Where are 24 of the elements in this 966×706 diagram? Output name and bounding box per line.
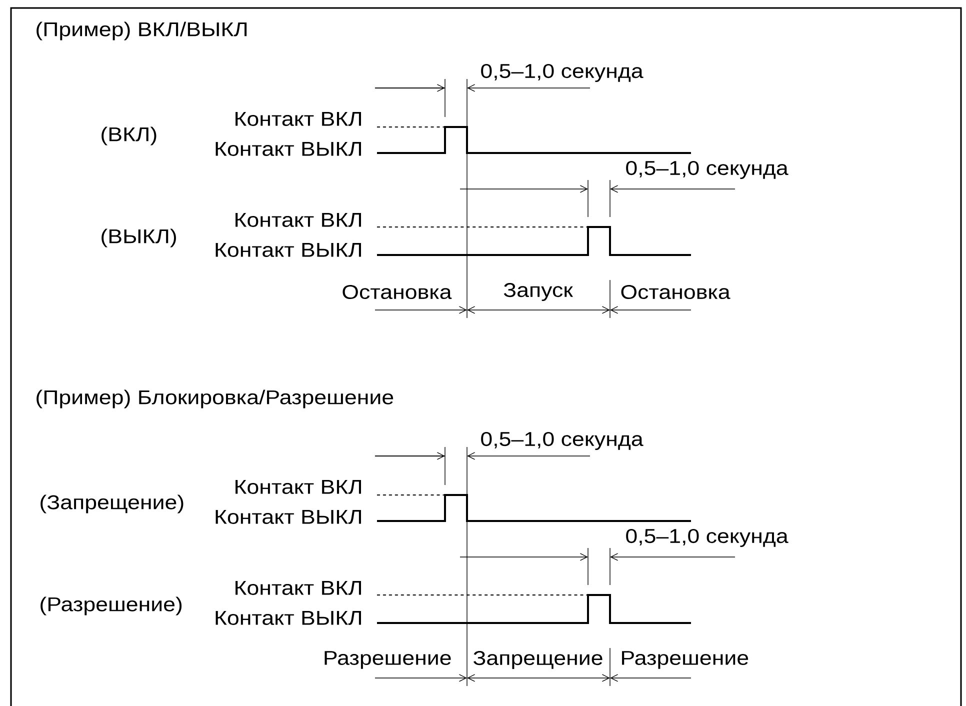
signal-label: Контакт ВЫКЛ xyxy=(216,510,361,524)
interval-label: Запуск xyxy=(504,282,574,302)
interval-label: Разрешение xyxy=(622,651,748,669)
dimension-label: 0,5–1,0 секунда xyxy=(626,160,788,180)
state-label: (ВКЛ) xyxy=(102,126,156,146)
section-heading: (Пример) Блокировка/Разрешение xyxy=(36,390,394,408)
signal-label: Контакт ВКЛ xyxy=(236,112,361,126)
dimension-label: 0,5–1,0 секунда xyxy=(481,64,644,82)
signal-label: Контакт ВКЛ xyxy=(236,480,361,494)
dimension-label: 0,5–1,0 секунда xyxy=(481,432,644,450)
interval-label: Остановка xyxy=(621,284,730,300)
signal-label: Контакт ВЫКЛ xyxy=(216,611,361,625)
signal-label: Контакт ВЫКЛ xyxy=(216,142,361,156)
signal-label: Контакт ВКЛ xyxy=(236,581,361,595)
state-label: (ВЫКЛ) xyxy=(102,228,176,248)
signal-label: Контакт ВЫКЛ xyxy=(216,243,361,257)
interval-label: Разрешение xyxy=(324,651,451,669)
state-label: (Разрешение) xyxy=(40,596,182,616)
signal-label: Контакт ВКЛ xyxy=(236,213,361,227)
dimension-label: 0,5–1,0 секунда xyxy=(626,528,788,548)
section-heading: (Пример) ВКЛ/ВЫКЛ xyxy=(36,22,247,40)
interval-label: Запрещение xyxy=(473,650,602,670)
interval-label: Остановка xyxy=(342,284,452,300)
state-label: (Запрещение) xyxy=(40,494,184,514)
